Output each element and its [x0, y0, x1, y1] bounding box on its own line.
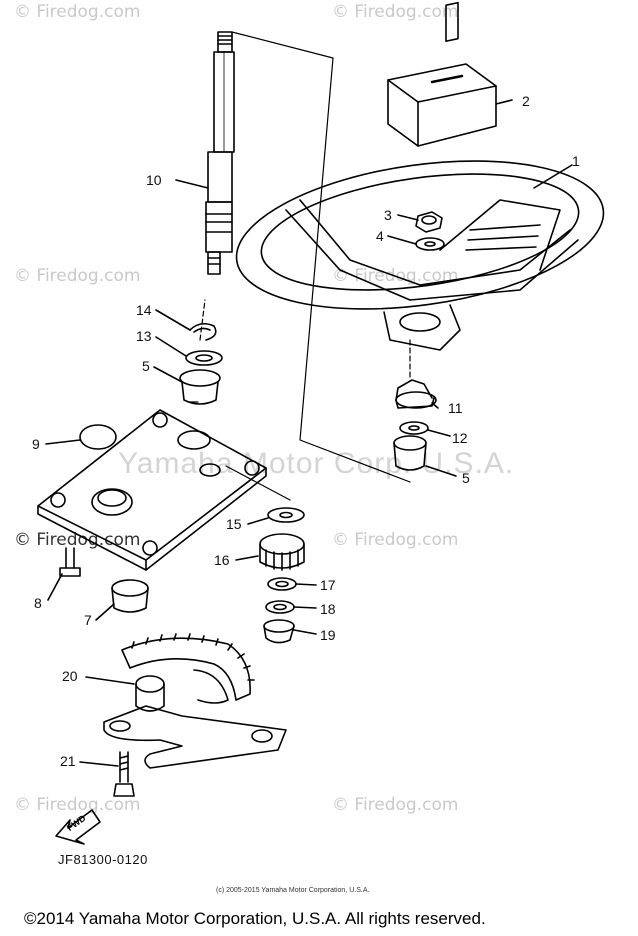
copyright-notice: ©2014 Yamaha Motor Corporation, U.S.A. A…	[24, 909, 486, 928]
bushing-5-left	[179, 369, 221, 405]
washer	[415, 237, 445, 251]
callout-3: 3	[384, 207, 392, 223]
callout-16: 16	[214, 552, 230, 568]
callout-19: 19	[320, 627, 336, 643]
callout-17: 17	[320, 577, 336, 593]
washer-17	[267, 577, 297, 591]
callout-9: 9	[32, 436, 40, 452]
bolt-21	[113, 751, 135, 797]
diagram-code: JF81300-0120	[58, 852, 148, 867]
watermark-center-right: © Firedog.com	[332, 530, 459, 550]
collar-12	[399, 421, 429, 435]
bushing-7	[111, 579, 149, 613]
callout-18: 18	[320, 601, 336, 617]
callout-1: 1	[572, 153, 580, 169]
steering-cover	[387, 1, 497, 147]
watermark-yamaha: Yamaha Motor Corp. U.S.A.	[118, 447, 515, 480]
nut-19	[263, 619, 295, 644]
callout-7: 7	[84, 612, 92, 628]
callout-14: 14	[136, 302, 152, 318]
callout-15: 15	[226, 516, 242, 532]
fine-print: (c) 2005-2015 Yamaha Motor Corporation, …	[216, 887, 370, 894]
callout-20: 20	[62, 668, 78, 684]
washer-18	[265, 600, 295, 614]
watermark-bottom-left: © Firedog.com	[14, 795, 141, 815]
bushing-5-right	[393, 435, 427, 471]
steering-wheel	[235, 160, 605, 351]
pinion-gear	[259, 533, 305, 571]
watermark-center-left: © Firedog.com	[14, 530, 141, 550]
callout-8: 8	[34, 595, 42, 611]
bushing-11	[395, 379, 437, 409]
sector-gear-arm	[103, 633, 287, 769]
bolt-8	[59, 547, 81, 577]
callout-12: 12	[452, 430, 468, 446]
watermark-bottom-right: © Firedog.com	[332, 795, 459, 815]
callout-21: 21	[60, 753, 76, 769]
watermark-mid-left: © Firedog.com	[14, 266, 141, 286]
watermark-top-left: © Firedog.com	[14, 2, 141, 22]
callout-4: 4	[376, 228, 384, 244]
callout-2: 2	[522, 93, 530, 109]
steering-shaft	[205, 31, 235, 275]
circlip-14	[189, 322, 217, 341]
callout-11: 11	[448, 400, 463, 416]
cap-9	[79, 424, 117, 450]
washer-15	[267, 507, 305, 523]
watermark-top-right: © Firedog.com	[332, 2, 459, 22]
callout-5-right: 5	[462, 470, 470, 486]
nut	[415, 211, 443, 233]
callout-10: 10	[146, 172, 162, 188]
fwd-arrow	[55, 809, 101, 845]
washer-13	[185, 350, 223, 366]
callout-5-left: 5	[142, 358, 150, 374]
callout-13: 13	[136, 328, 152, 344]
base-plate	[37, 409, 267, 571]
